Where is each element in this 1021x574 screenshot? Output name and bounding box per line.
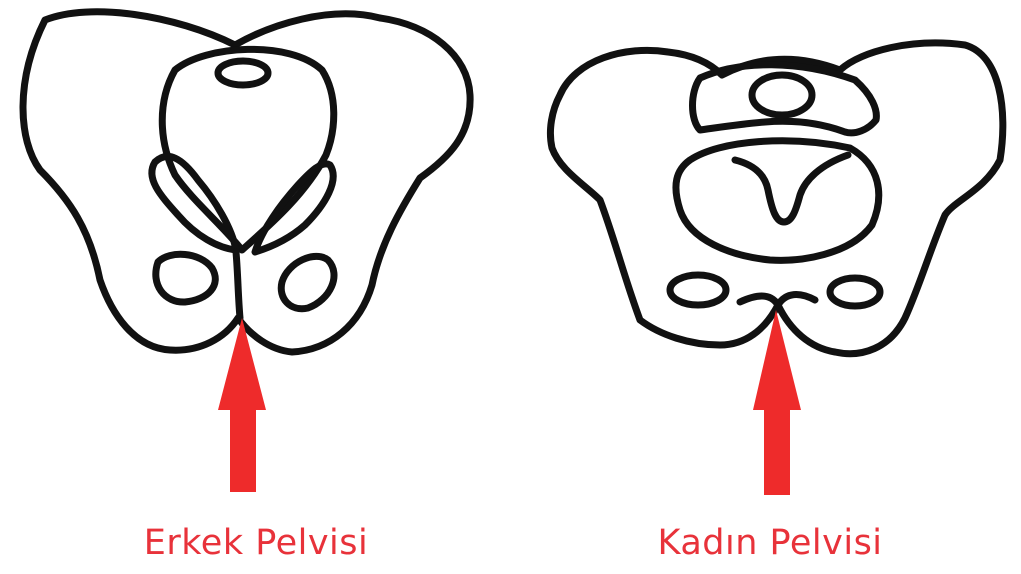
male-pelvis <box>23 12 470 352</box>
female-sacral-segment <box>752 75 812 115</box>
male-obturator-right <box>281 256 334 308</box>
female-pelvic-inlet <box>676 141 879 261</box>
male-pelvis-label: Erkek Pelvisi <box>144 523 368 563</box>
up-arrow-icon-female <box>753 310 801 495</box>
female-pelvis <box>550 43 1002 354</box>
female-pelvis-label: Kadın Pelvisi <box>657 523 882 563</box>
up-arrow-icon-male <box>218 318 266 492</box>
female-obturator-right <box>830 278 880 306</box>
female-obturator-left <box>670 275 726 305</box>
male-obturator-left <box>156 254 215 302</box>
male-pubic-symphysis <box>236 252 240 318</box>
female-coccyx <box>735 155 848 222</box>
female-pubic-arch <box>740 295 815 305</box>
male-sacral-segment <box>218 61 268 85</box>
male-pubic-ramus-right <box>255 164 333 252</box>
